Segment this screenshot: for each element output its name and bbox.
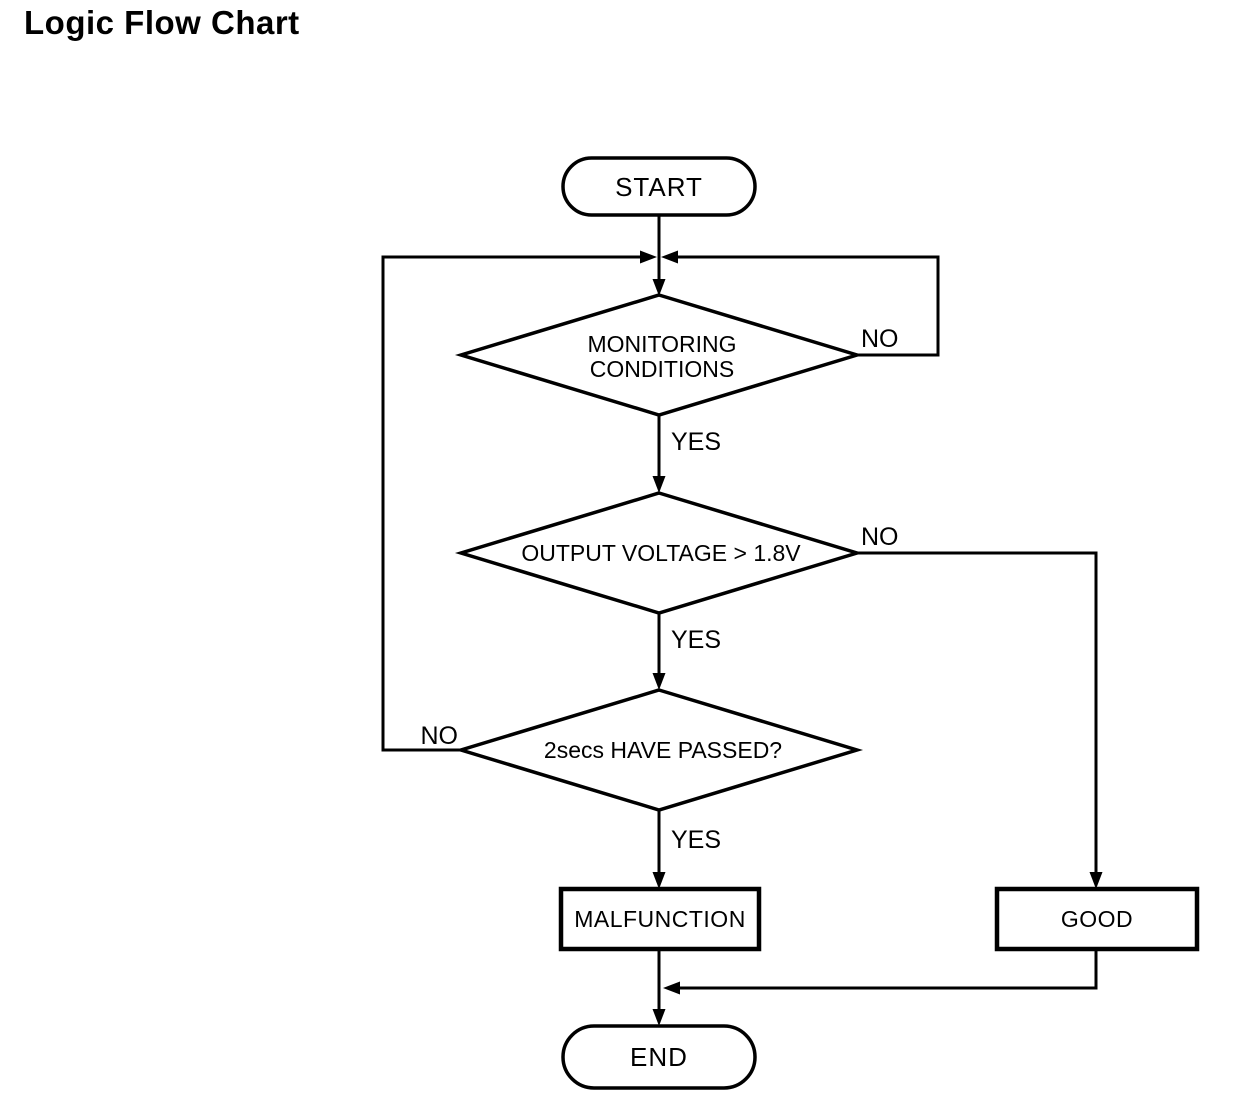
arrowhead-merge-left	[663, 981, 680, 995]
node-good	[994, 886, 1200, 952]
node-monitoring	[454, 293, 864, 417]
edge-label-monitoring-yes: YES	[671, 428, 721, 456]
node-start	[561, 156, 757, 217]
node-passed-label: 2secs HAVE PASSED?	[544, 737, 782, 763]
edge-passed-no-loop	[381, 255, 652, 752]
node-voltage-label: OUTPUT VOLTAGE > 1.8V	[521, 540, 801, 566]
arrowhead-into-good	[1089, 872, 1103, 889]
arrowhead-into-passed	[652, 673, 666, 690]
node-start-label: START	[615, 172, 703, 202]
node-malfunction	[558, 886, 762, 952]
arrowhead-into-malfunction	[652, 872, 666, 889]
edge-monitoring-no-loop	[667, 255, 940, 357]
node-passed	[454, 688, 864, 812]
edge-label-monitoring-no: NO	[861, 325, 899, 353]
arrowhead-into-voltage	[652, 476, 666, 493]
node-end	[561, 1024, 757, 1090]
node-good-label: GOOD	[1061, 906, 1133, 932]
connectors	[381, 215, 1098, 1021]
node-monitoring-label-line1: MONITORING	[587, 331, 736, 357]
node-voltage	[454, 491, 864, 615]
page-title: Logic Flow Chart	[24, 4, 300, 41]
node-monitoring-label-line2: CONDITIONS	[590, 356, 734, 382]
edge-label-passed-yes: YES	[671, 826, 721, 854]
arrowhead-into-monitoring	[652, 279, 666, 296]
arrowhead-junction-from-right	[661, 250, 678, 264]
edge-voltage-no	[857, 551, 1098, 884]
edge-good-to-merge	[668, 949, 1098, 990]
arrowhead-junction-from-left	[640, 250, 657, 264]
edge-label-passed-no: NO	[421, 722, 459, 750]
edge-label-voltage-no: NO	[861, 523, 899, 551]
node-end-label: END	[630, 1042, 688, 1072]
node-malfunction-label: MALFUNCTION	[574, 906, 746, 932]
nodes: START MONITORING CONDITIONS OUTPUT VOLTA…	[454, 156, 1200, 1090]
edge-label-voltage-yes: YES	[671, 626, 721, 654]
edge-labels: YES NO YES NO YES NO	[421, 325, 899, 854]
arrowheads	[640, 250, 1103, 1026]
arrowhead-into-end	[652, 1009, 666, 1026]
